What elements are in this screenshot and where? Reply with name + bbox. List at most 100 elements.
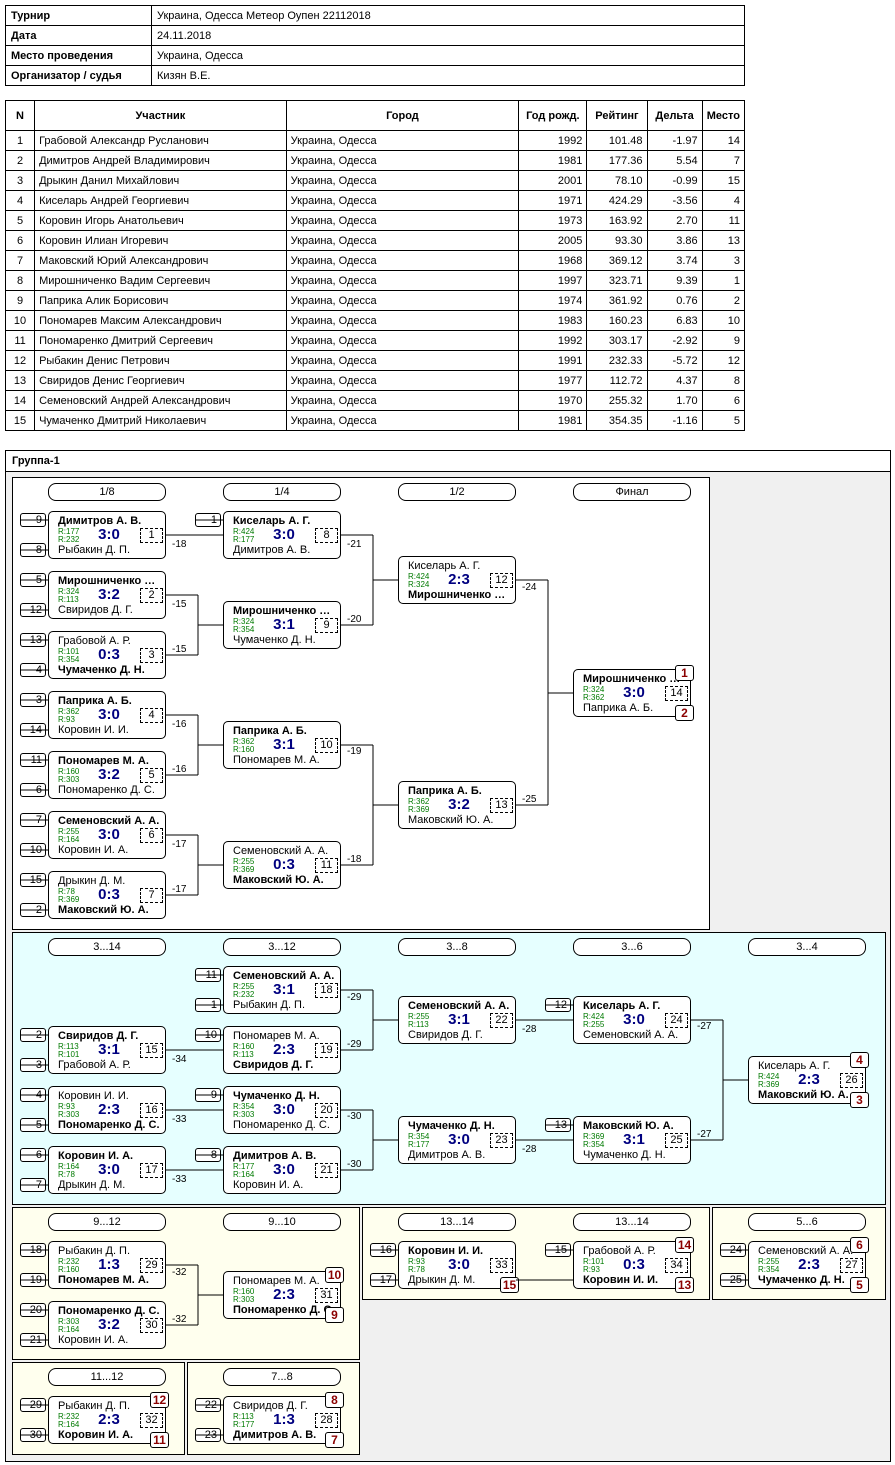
player-1-rating: R:177 [58,527,80,536]
match-number: 29 [140,1258,163,1273]
table-cell: 7 [701,150,746,171]
player-2-rating: R:303 [233,1110,255,1119]
table-cell: 12 [701,350,746,371]
table-cell: 5 [701,410,746,431]
player-2-name: Димитров А. В. [408,1149,486,1161]
table-cell: 1974 [518,290,588,311]
loss-label: -17 [172,839,187,850]
seed-label: -18 [20,1243,46,1257]
match-score: 2:3 [98,1411,120,1428]
stage-header: 3...6 [573,938,691,956]
table-cell: 1.70 [646,390,703,411]
table-cell: Украина, Одесса [285,150,520,171]
table-cell: 354.35 [586,410,648,431]
stage-header: 3...8 [398,938,516,956]
match-number: 13 [490,798,513,813]
match-number: 9 [315,618,338,633]
stage-header: 9...12 [48,1213,166,1231]
table-cell: 3 [701,250,746,271]
player-2-name: Грабовой А. Р. [58,1059,131,1071]
player-1-rating: R:255 [758,1257,780,1266]
seed-label: 2 [20,903,46,917]
stage-header: Финал [573,483,691,501]
seed-label: 5 [20,573,46,587]
match-number: 21 [315,1163,338,1178]
group-title: Группа-1 [6,451,890,472]
player-1-rating: R:160 [58,767,80,776]
player-2-name: Маковский Ю. А. [233,874,324,886]
player-2-rating: R:303 [233,1295,255,1304]
place-badge: 5 [850,1277,869,1293]
table-cell: Пономаренко Дмитрий Сергеевич [34,330,287,351]
column-header: Город [285,100,520,131]
place-badge: 1 [675,665,694,681]
player-2-name: Пономарев М. А. [233,754,320,766]
match-score: 3:0 [273,1161,295,1178]
match-score: 2:3 [798,1256,820,1273]
table-cell: Семеновский Андрей Александрович [34,390,287,411]
seed-label: 4 [20,663,46,677]
player-1-rating: R:93 [58,1102,75,1111]
table-cell: -1.16 [646,410,703,431]
participants-table: N Участник Город Год рожд. Рейтинг Дельт… [4,100,746,431]
match-number: 14 [665,686,688,701]
table-cell: Украина, Одесса [285,350,520,371]
player-2-name: Чумаченко Д. Н. [758,1274,845,1286]
seed-label: -4 [20,1088,46,1102]
match-number: 32 [140,1413,163,1428]
player-2-name: Чумаченко Д. Н. [583,1149,666,1161]
player-2-rating: R:369 [758,1080,780,1089]
player-1-rating: R:232 [58,1412,80,1421]
table-cell: Чумаченко Дмитрий Николаевич [34,410,287,431]
table-cell: 163.92 [586,210,648,231]
player-2-name: Дрыкин Д. М. [408,1274,476,1286]
stage-header: 3...14 [48,938,166,956]
stage-header: 1/4 [223,483,341,501]
player-2-rating: R:303 [58,775,80,784]
table-cell: 15 [701,170,746,191]
table-cell: Украина, Одесса [285,250,520,271]
column-header: N [4,100,36,131]
table-cell: 1 [701,270,746,291]
table-cell: 4.37 [646,370,703,391]
player-1-rating: R:255 [408,1012,430,1021]
match-score: 3:2 [98,586,120,603]
match-number: 8 [315,528,338,543]
player-1-rating: R:324 [233,617,255,626]
table-cell: 15 [4,410,36,431]
match-score: 3:1 [273,736,295,753]
table-cell: 2 [701,290,746,311]
player-2-name: Коровин И. А. [58,1429,134,1441]
match-score: 2:3 [273,1041,295,1058]
seed-label: -24 [720,1243,746,1257]
player-2-rating: R:160 [233,745,255,754]
player-1-rating: R:93 [408,1257,425,1266]
table-cell: 177.36 [586,150,648,171]
loss-label: -24 [522,582,537,593]
match-number: 15 [140,1043,163,1058]
seed-label: 1 [195,513,221,527]
match-number: 6 [140,828,163,843]
player-1-rating: R:354 [233,1102,255,1111]
player-2-rating: R:354 [758,1265,780,1274]
player-1-rating: R:101 [58,647,80,656]
table-cell: 3.74 [646,250,703,271]
match-number: 31 [315,1288,338,1303]
match-number: 33 [490,1258,513,1273]
loss-label: -29 [347,992,362,1003]
seed-label: -20 [20,1303,46,1317]
player-2-rating: R:113 [58,595,79,604]
